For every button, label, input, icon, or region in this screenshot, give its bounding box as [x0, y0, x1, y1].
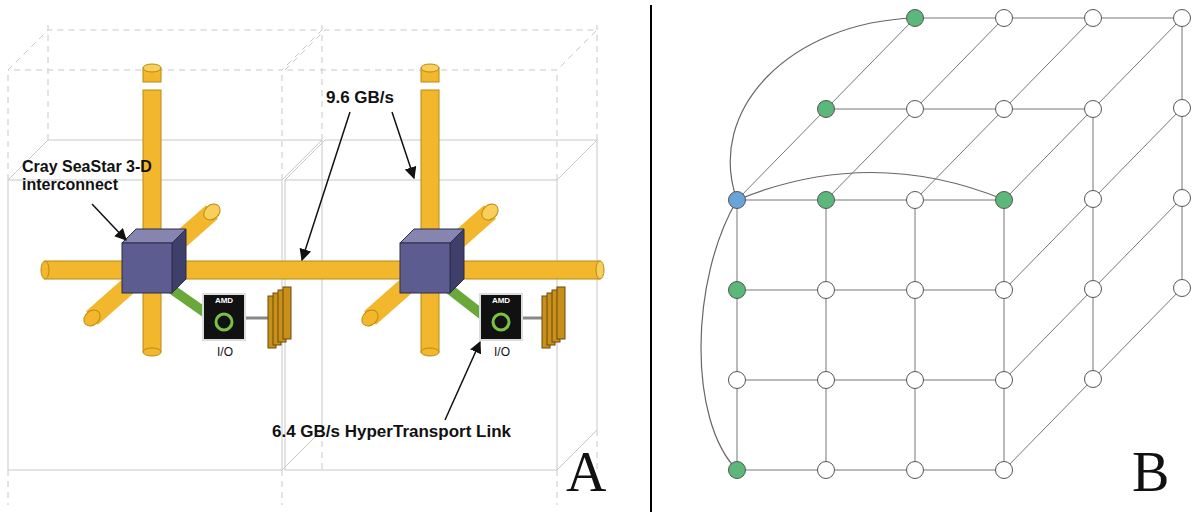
panel-letter: B — [1132, 440, 1192, 504]
mesh-link — [737, 200, 826, 201]
mesh-grid — [729, 10, 1191, 479]
mesh-node — [1085, 10, 1102, 27]
mesh-link — [1004, 289, 1093, 380]
mesh-link — [915, 290, 1004, 291]
mesh-link — [915, 200, 916, 290]
mesh-link — [737, 470, 826, 471]
mesh-link — [826, 290, 827, 380]
mesh-node — [1085, 101, 1102, 118]
mesh-link — [737, 380, 826, 381]
mesh-link — [826, 380, 827, 470]
io-label: I/O — [205, 346, 245, 360]
mesh-node — [996, 462, 1013, 479]
mesh-link — [1093, 288, 1182, 379]
mesh-link — [737, 290, 826, 291]
mesh-link — [915, 200, 1004, 201]
mesh-node — [907, 372, 924, 389]
mesh-link — [1093, 289, 1094, 379]
mesh-node — [996, 372, 1013, 389]
mesh-node — [1174, 100, 1191, 117]
mesh-link — [1182, 198, 1183, 288]
mesh-link — [1093, 18, 1182, 109]
mesh-link — [737, 290, 738, 380]
mesh-link — [826, 470, 915, 471]
mesh-link — [826, 200, 827, 290]
mesh-node — [818, 372, 835, 389]
mesh-node — [996, 192, 1013, 209]
mesh-link — [826, 380, 915, 381]
mesh-node — [729, 462, 746, 479]
mesh-node — [907, 192, 924, 209]
mesh-link — [737, 109, 826, 200]
mesh-link — [1004, 18, 1093, 109]
panel-letter: A — [566, 440, 626, 504]
chip-brand: AMD — [205, 296, 243, 305]
mesh-node — [907, 101, 924, 118]
mesh-node — [729, 372, 746, 389]
mesh-node — [907, 462, 924, 479]
bandwidth-label: 6.4 GB/s HyperTransport Link — [272, 422, 572, 442]
mesh-node — [996, 101, 1013, 118]
mesh-node — [1085, 281, 1102, 298]
mesh-node — [729, 192, 746, 209]
mesh-node — [818, 462, 835, 479]
mesh-node — [996, 282, 1013, 299]
mesh-node — [1174, 280, 1191, 297]
mesh-node — [1174, 10, 1191, 27]
mesh-node — [907, 282, 924, 299]
mesh-link — [826, 200, 915, 201]
seastar-router — [122, 229, 464, 293]
mesh-link — [826, 109, 915, 200]
mesh-node — [907, 10, 924, 27]
mesh-link — [915, 290, 916, 380]
mesh-link — [915, 470, 1004, 471]
memory-dimms — [268, 287, 565, 348]
mesh-link — [1093, 18, 1182, 19]
mesh-link — [1182, 18, 1183, 108]
mesh-node — [729, 282, 746, 299]
mesh-link — [826, 109, 915, 110]
link-bars — [41, 64, 604, 356]
mesh-link — [1004, 109, 1093, 200]
mesh-node — [818, 282, 835, 299]
mesh-link — [1004, 199, 1093, 290]
mesh-link — [737, 380, 738, 470]
chip-brand: AMD — [482, 296, 520, 305]
mesh-link — [1004, 290, 1005, 380]
mesh-node — [1085, 371, 1102, 388]
mesh-link — [737, 200, 738, 290]
mesh-link — [1093, 109, 1094, 199]
mesh-link — [1004, 379, 1093, 470]
mesh-link — [915, 109, 1004, 110]
callout-label: Cray SeaStar 3-D interconnect — [22, 158, 156, 195]
mesh-link — [915, 18, 1004, 19]
mesh-link — [1182, 108, 1183, 198]
mesh-link — [1093, 108, 1182, 199]
mesh-link — [1004, 18, 1093, 19]
mesh-link — [915, 380, 916, 470]
mesh-node — [818, 192, 835, 209]
mesh-node — [818, 101, 835, 118]
mesh-node — [1085, 191, 1102, 208]
mesh-link — [1004, 380, 1005, 470]
mesh-link — [1093, 199, 1094, 289]
mesh-node — [996, 10, 1013, 27]
opteron-chip — [203, 294, 542, 340]
mesh-link — [915, 109, 1004, 200]
io-label: I/O — [482, 346, 522, 360]
mesh-link — [915, 18, 1004, 109]
mesh-link — [915, 380, 1004, 381]
bandwidth-label: 9.6 GB/s — [326, 88, 436, 108]
mesh-node — [1174, 190, 1191, 207]
panel-divider — [650, 5, 652, 512]
mesh-link — [1004, 109, 1093, 110]
torus-wrap-links — [701, 18, 1005, 470]
mesh-link — [826, 290, 915, 291]
mesh-link — [1004, 200, 1005, 290]
mesh-link — [1093, 198, 1182, 289]
mesh-link — [826, 18, 915, 109]
